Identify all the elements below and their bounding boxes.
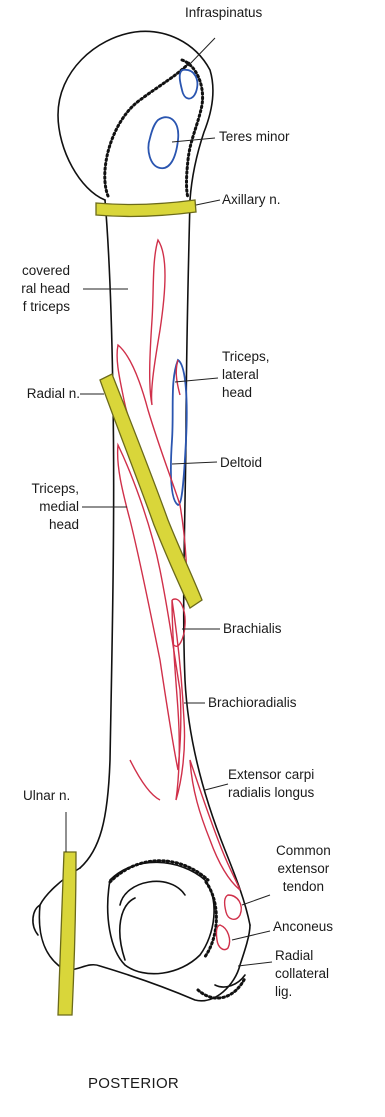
infraspinatus-impression xyxy=(180,70,198,99)
lateral-head-triceps-origin xyxy=(150,240,165,405)
label-teres-minor: Teres minor xyxy=(219,128,290,146)
label-brachialis: Brachialis xyxy=(223,620,282,638)
label-anconeus: Anconeus xyxy=(273,918,333,936)
label-brachioradialis: Brachioradialis xyxy=(208,694,297,712)
brachioradialis-origin xyxy=(172,600,185,800)
humeral-head xyxy=(58,31,213,200)
muscle-insertions xyxy=(148,70,197,505)
ulnar-nerve xyxy=(58,852,76,1015)
label-radial-nerve: Radial n. xyxy=(27,385,80,403)
label-deltoid: Deltoid xyxy=(220,454,262,472)
shaft-right-edge xyxy=(184,200,250,925)
caption-posterior: POSTERIOR xyxy=(88,1075,179,1093)
label-axillary-nerve: Axillary n. xyxy=(222,191,281,209)
shaft-left-edge xyxy=(80,200,114,868)
label-ulnar-nerve: Ulnar n. xyxy=(23,787,70,805)
common-extensor-origin xyxy=(225,895,242,919)
leader-lines xyxy=(66,38,272,966)
label-radial-collateral-ligament: Radial collateral lig. xyxy=(275,947,329,1001)
axillary-nerve xyxy=(96,200,196,216)
anconeus-origin xyxy=(216,925,229,950)
teres-minor-impression xyxy=(148,117,178,168)
label-extensor-carpi-radialis-longus: Extensor carpi radialis longus xyxy=(228,766,314,802)
label-triceps-medial-head: Triceps, medial head xyxy=(31,480,79,534)
nerves xyxy=(58,200,202,1015)
label-triceps-lateral-head: Triceps, lateral head xyxy=(222,348,270,402)
label-infraspinatus: Infraspinatus xyxy=(185,4,262,22)
label-common-extensor-tendon: Common extensor tendon xyxy=(276,842,331,896)
label-uncovered-lateral-head-triceps: covered ral head f triceps xyxy=(21,262,70,316)
